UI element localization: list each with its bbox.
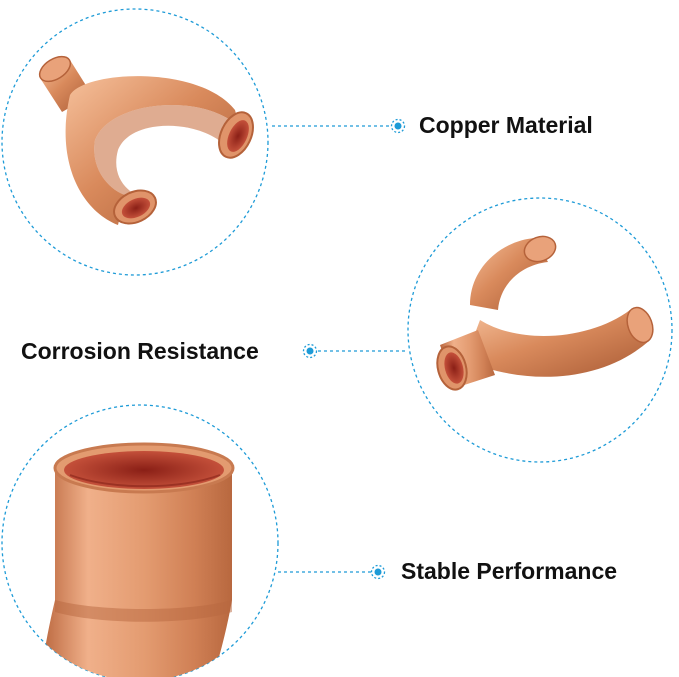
fitting-photo-2: [407, 197, 673, 463]
dashed-circle-2: [407, 197, 673, 463]
callout-copper-material: Copper Material: [419, 112, 593, 138]
copper-pipe-end-icon: [40, 442, 235, 677]
connector-1: [272, 118, 406, 134]
y-branch-copper-fitting-icon: [436, 235, 654, 391]
y-branch-copper-fitting-icon: [38, 55, 254, 225]
bullet-dot-icon: [374, 568, 382, 576]
connector-2: [302, 343, 408, 359]
bullet-dot-icon: [394, 122, 402, 130]
callout-corrosion-resistance: Corrosion Resistance: [21, 338, 259, 364]
fitting-photo-1: [1, 8, 269, 276]
callout-stable-performance: Stable Performance: [401, 558, 618, 584]
fitting-photo-3: [1, 404, 279, 677]
connector-3: [278, 564, 386, 580]
bullet-dot-icon: [306, 347, 314, 355]
